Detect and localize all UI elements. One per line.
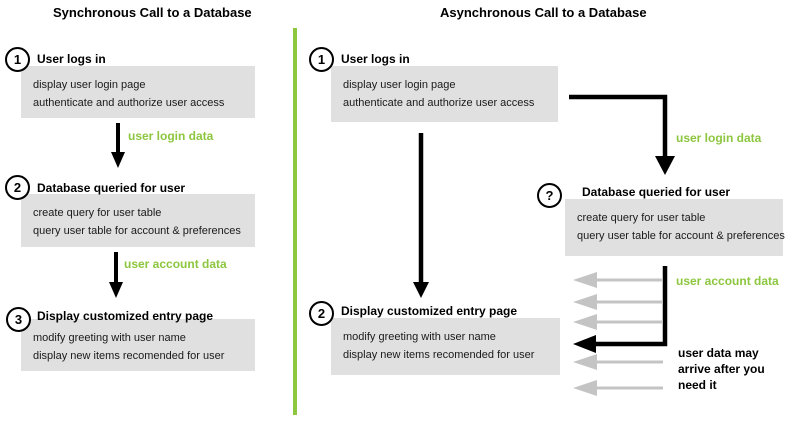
sync-step1-badge: 1 xyxy=(5,47,30,72)
async-step2-number: 2 xyxy=(317,306,326,321)
sync-step3-header: Display customized entry page xyxy=(37,309,214,323)
async-elbow-arrow-login xyxy=(569,94,675,175)
sync-step3-box: modify greeting with user name display n… xyxy=(21,319,255,371)
async-step1-badge: 1 xyxy=(309,47,334,72)
sync-step3-line2: display new items recomended for user xyxy=(33,349,225,362)
async-query-line2: query user table for account & preferenc… xyxy=(577,229,785,242)
async-step2-box: modify greeting with user name display n… xyxy=(331,318,560,375)
column-divider xyxy=(293,28,297,415)
sync-login-data-label: user login data xyxy=(128,129,214,143)
stale-data-arrow-4 xyxy=(573,354,663,370)
sync-flow-arrow-login xyxy=(111,123,125,168)
async-step1-line2: authenticate and authorize user access xyxy=(343,96,535,109)
stale-data-arrow-5 xyxy=(573,380,663,396)
sync-step2-line1: create query for user table xyxy=(33,207,162,219)
async-title: Asynchronous Call to a Database xyxy=(440,5,647,20)
late-data-note: user data may arrive after you need it xyxy=(678,345,765,393)
sync-flow-arrow-account xyxy=(109,252,123,298)
async-account-data-label: user account data xyxy=(676,274,779,288)
sync-step1-box: display user login page authenticate and… xyxy=(21,66,255,118)
async-query-badge: ? xyxy=(537,183,562,208)
async-step2-badge: 2 xyxy=(309,301,334,326)
sync-step2-number: 2 xyxy=(13,180,22,195)
sync-step2-line2: query user table for account & preferenc… xyxy=(33,224,241,237)
stale-data-arrow-3 xyxy=(573,314,663,330)
async-query-number: ? xyxy=(545,188,554,203)
sync-step3-badge: 3 xyxy=(6,307,31,332)
async-query-box: create query for user table query user t… xyxy=(565,199,785,256)
late-data-note-line3: need it xyxy=(678,378,717,392)
stale-data-arrow-1 xyxy=(573,272,663,288)
sync-step3-line1: modify greeting with user name xyxy=(33,332,186,344)
async-login-data-label: user login data xyxy=(676,131,762,145)
async-long-arrow-display xyxy=(413,133,429,298)
late-data-note-line2: arrive after you xyxy=(678,362,765,376)
async-step1-line1: display user login page xyxy=(343,79,456,91)
sync-account-data-label: user account data xyxy=(124,257,227,271)
sync-step2-header: Database queried for user xyxy=(37,181,186,195)
async-step2-header: Display customized entry page xyxy=(341,304,518,318)
async-elbow-arrow-account xyxy=(573,266,668,353)
async-query-line1: create query for user table xyxy=(577,212,706,224)
async-step1-box: display user login page authenticate and… xyxy=(331,66,558,122)
sync-step2-badge: 2 xyxy=(5,175,30,200)
sync-title: Synchronous Call to a Database xyxy=(53,5,252,20)
async-step2-line2: display new items recomended for user xyxy=(343,348,535,361)
async-step1-number: 1 xyxy=(317,52,326,67)
sync-step2-box: create query for user table query user t… xyxy=(21,194,255,247)
async-query-header: Database queried for user xyxy=(582,185,731,199)
async-step1-header: User logs in xyxy=(341,52,410,66)
async-step2-line1: modify greeting with user name xyxy=(343,331,496,343)
sync-step1-number: 1 xyxy=(13,52,22,67)
sync-step1-line2: authenticate and authorize user access xyxy=(33,96,225,109)
sync-step1-header: User logs in xyxy=(37,52,106,66)
late-data-note-line1: user data may xyxy=(678,346,759,360)
sync-step1-line1: display user login page xyxy=(33,79,146,91)
sync-step3-number: 3 xyxy=(14,312,23,327)
stale-data-arrow-2 xyxy=(573,294,663,310)
